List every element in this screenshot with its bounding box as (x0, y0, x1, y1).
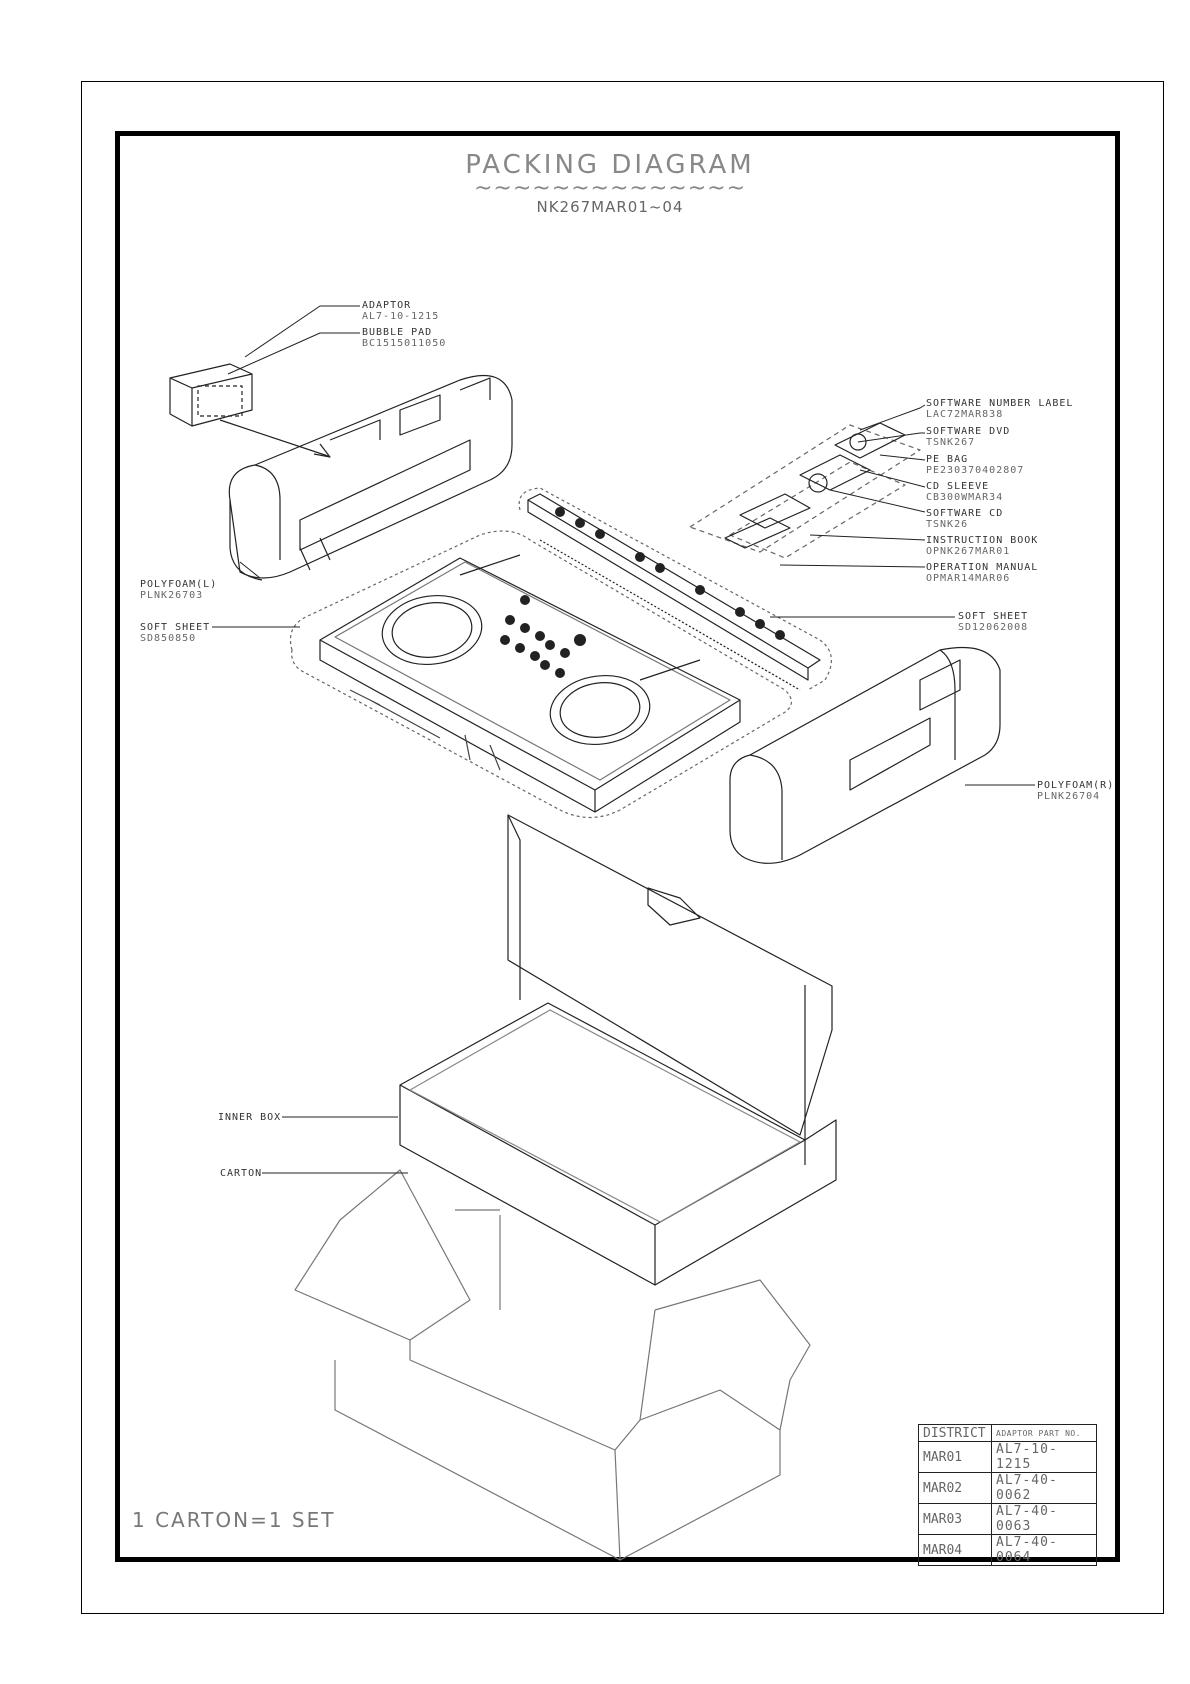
soft-sheet-left-name: SOFT SHEET (140, 622, 211, 633)
adaptor-code: AL7-10-1215 (362, 311, 440, 322)
bubble-pad-name: BUBBLE PAD (362, 327, 433, 338)
inner-box-part (399, 814, 837, 1286)
instruction-book-name: INSTRUCTION BOOK (926, 535, 1039, 546)
polyfoam-left-name: POLYFOAM(L) (140, 579, 218, 590)
polyfoam-right-part (729, 646, 1001, 864)
software-dvd-code: TSNK267 (926, 437, 976, 448)
label-adaptor: ADAPTOR AL7-10-1215 (362, 300, 439, 322)
adaptor-part-header: ADAPTOR PART NO. (991, 1424, 1097, 1442)
label-carton: CARTON (220, 1168, 262, 1179)
label-software-dvd: SOFTWARE DVD TSNK267 (926, 426, 1010, 448)
dj-controller-part (319, 554, 741, 813)
label-cd-sleeve: CD SLEEVE CB300WMAR34 (926, 481, 1003, 503)
label-software-cd: SOFTWARE CD TSNK26 (926, 508, 1003, 530)
adaptor-part (169, 363, 331, 458)
software-items-part (689, 422, 921, 559)
label-inner-box: INNER BOX (218, 1112, 281, 1123)
software-cd-code: TSNK26 (926, 519, 969, 530)
label-operation-manual: OPERATION MANUAL OPMAR14MAR06 (926, 562, 1038, 584)
label-software-number-label: SOFTWARE NUMBER LABEL LAC72MAR838 (926, 398, 1073, 420)
software-dvd-name: SOFTWARE DVD (926, 426, 1011, 437)
district-header: DISTRICT (918, 1424, 992, 1442)
model-number: NK267MAR01~04 (536, 198, 684, 216)
carton-set-note: 1 CARTON=1 SET (132, 1508, 336, 1532)
bubble-pad-code: BC1515011050 (362, 338, 447, 349)
cd-sleeve-code: CB300WMAR34 (926, 492, 1004, 503)
polyfoam-right-name: POLYFOAM(R) (1037, 780, 1115, 791)
polyfoam-left-part (228, 374, 513, 581)
operation-manual-code: OPMAR14MAR06 (926, 573, 1011, 584)
part-cell: AL7-40-0063 (991, 1503, 1097, 1535)
instruction-book-code: OPNK267MAR01 (926, 546, 1011, 557)
label-instruction-book: INSTRUCTION BOOK OPNK267MAR01 (926, 535, 1038, 557)
district-cell: MAR01 (918, 1441, 992, 1473)
side-panel-part (518, 487, 832, 691)
district-table: DISTRICT ADAPTOR PART NO. MAR01 AL7-10-1… (918, 1424, 1097, 1566)
label-soft-sheet-right: SOFT SHEET SD12062008 (958, 611, 1028, 633)
table-row: MAR01 AL7-10-1215 (918, 1441, 1097, 1473)
part-cell: AL7-10-1215 (991, 1441, 1097, 1473)
district-cell: MAR03 (918, 1503, 992, 1535)
software-cd-name: SOFTWARE CD (926, 508, 1004, 519)
part-cell: AL7-40-0064 (991, 1534, 1097, 1566)
district-table-header: DISTRICT ADAPTOR PART NO. (918, 1424, 1097, 1442)
part-cell: AL7-40-0062 (991, 1472, 1097, 1504)
cd-sleeve-name: CD SLEEVE (926, 481, 990, 492)
operation-manual-name: OPERATION MANUAL (926, 562, 1039, 573)
soft-sheet-left-code: SD850850 (140, 633, 197, 644)
soft-sheet-left-part (289, 530, 792, 819)
soft-sheet-right-code: SD12062008 (958, 622, 1029, 633)
soft-sheet-right-name: SOFT SHEET (958, 611, 1029, 622)
leader-lines (212, 305, 1035, 1174)
table-row: MAR04 AL7-40-0064 (918, 1534, 1097, 1566)
title-tilde-rule: ~~~~~~~~~~~~~~ (473, 176, 747, 201)
drawing-border (115, 131, 1120, 1562)
carton-part (294, 1169, 811, 1561)
label-soft-sheet-left: SOFT SHEET SD850850 (140, 622, 210, 644)
label-pe-bag: PE BAG PE230370402807 (926, 454, 1024, 476)
district-cell: MAR02 (918, 1472, 992, 1504)
district-cell: MAR04 (918, 1534, 992, 1566)
pe-bag-name: PE BAG (926, 454, 969, 465)
software-number-label-name: SOFTWARE NUMBER LABEL (926, 398, 1074, 409)
carton-name: CARTON (220, 1168, 263, 1179)
label-bubble-pad: BUBBLE PAD BC1515011050 (362, 327, 446, 349)
outer-border (81, 81, 1164, 1614)
adaptor-name: ADAPTOR (362, 300, 412, 311)
polyfoam-right-code: PLNK26704 (1037, 791, 1101, 802)
pe-bag-code: PE230370402807 (926, 465, 1025, 476)
polyfoam-left-code: PLNK26703 (140, 590, 204, 601)
table-row: MAR03 AL7-40-0063 (918, 1503, 1097, 1535)
label-polyfoam-right: POLYFOAM(R) PLNK26704 (1037, 780, 1114, 802)
software-number-label-code: LAC72MAR838 (926, 409, 1004, 420)
diagram-title: PACKING DIAGRAM (465, 150, 755, 180)
inner-box-name: INNER BOX (218, 1112, 282, 1123)
table-row: MAR02 AL7-40-0062 (918, 1472, 1097, 1504)
label-polyfoam-left: POLYFOAM(L) PLNK26703 (140, 579, 217, 601)
